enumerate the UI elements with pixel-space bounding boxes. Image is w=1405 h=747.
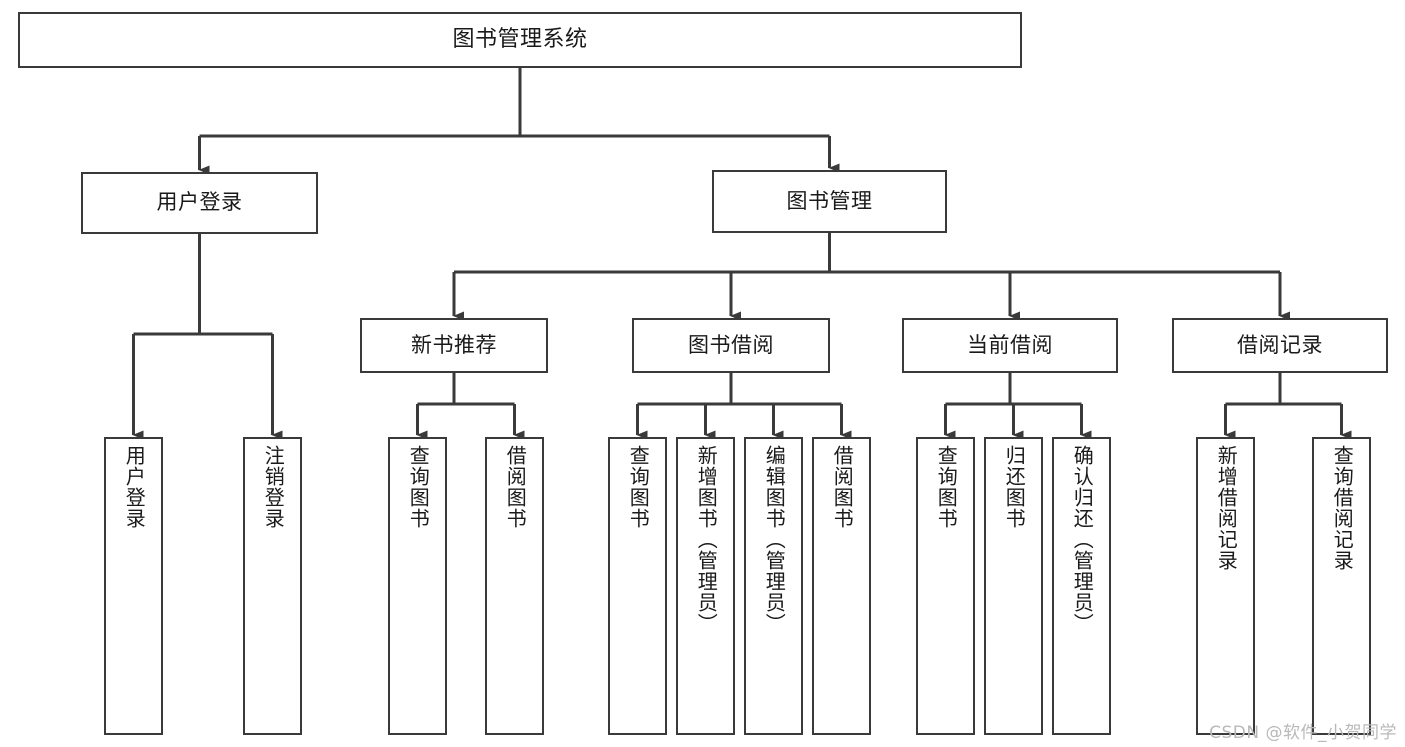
node-label: 确认归还（管理员） (1070, 445, 1095, 634)
node-leaf-10[interactable]: 归还图书 (984, 437, 1043, 735)
node-bookmgmt[interactable]: 图书管理 (712, 170, 947, 233)
node-label: 编辑图书（管理员） (762, 445, 787, 634)
node-label: 查询借阅记录 (1330, 445, 1355, 571)
node-leaf-05[interactable]: 查询图书 (608, 437, 667, 735)
node-current[interactable]: 当前借阅 (902, 318, 1118, 373)
node-leaf-12[interactable]: 新增借阅记录 (1196, 437, 1255, 735)
node-leaf-09[interactable]: 查询图书 (916, 437, 975, 735)
node-leaf-07[interactable]: 编辑图书（管理员） (744, 437, 803, 735)
node-leaf-08[interactable]: 借阅图书 (812, 437, 871, 735)
node-leaf-01[interactable]: 用户登录 (104, 437, 163, 735)
watermark: CSDN @软件_小贺同学 (1209, 723, 1397, 743)
node-leaf-03[interactable]: 查询图书 (388, 437, 447, 735)
node-root[interactable]: 图书管理系统 (18, 12, 1022, 68)
node-label: 图书管理 (786, 188, 873, 213)
node-label: 新书推荐 (411, 332, 497, 357)
node-label: 当前借阅 (967, 332, 1053, 357)
node-leaf-04[interactable]: 借阅图书 (485, 437, 544, 735)
node-label: 归还图书 (1002, 445, 1027, 529)
node-leaf-13[interactable]: 查询借阅记录 (1312, 437, 1371, 735)
node-leaf-11[interactable]: 确认归还（管理员） (1052, 437, 1111, 735)
node-borrow[interactable]: 图书借阅 (632, 318, 830, 373)
node-label: 查询图书 (934, 445, 959, 529)
node-label: 新增图书（管理员） (694, 445, 719, 634)
node-label: 用户登录 (156, 190, 243, 215)
node-label: 新增借阅记录 (1214, 445, 1239, 571)
node-label: 查询图书 (406, 445, 431, 529)
node-label: 借阅图书 (830, 445, 855, 529)
node-leaf-06[interactable]: 新增图书（管理员） (676, 437, 735, 735)
node-label: 图书借阅 (688, 332, 774, 357)
node-label: 注销登录 (261, 445, 286, 529)
node-label: 借阅图书 (503, 445, 528, 529)
node-leaf-02[interactable]: 注销登录 (243, 437, 302, 735)
node-label: 查询图书 (626, 445, 651, 529)
node-label: 图书管理系统 (452, 26, 588, 52)
node-newbook[interactable]: 新书推荐 (360, 318, 548, 373)
node-login[interactable]: 用户登录 (81, 172, 318, 234)
node-records[interactable]: 借阅记录 (1172, 318, 1388, 373)
node-label: 用户登录 (122, 445, 147, 529)
node-label: 借阅记录 (1237, 332, 1323, 357)
